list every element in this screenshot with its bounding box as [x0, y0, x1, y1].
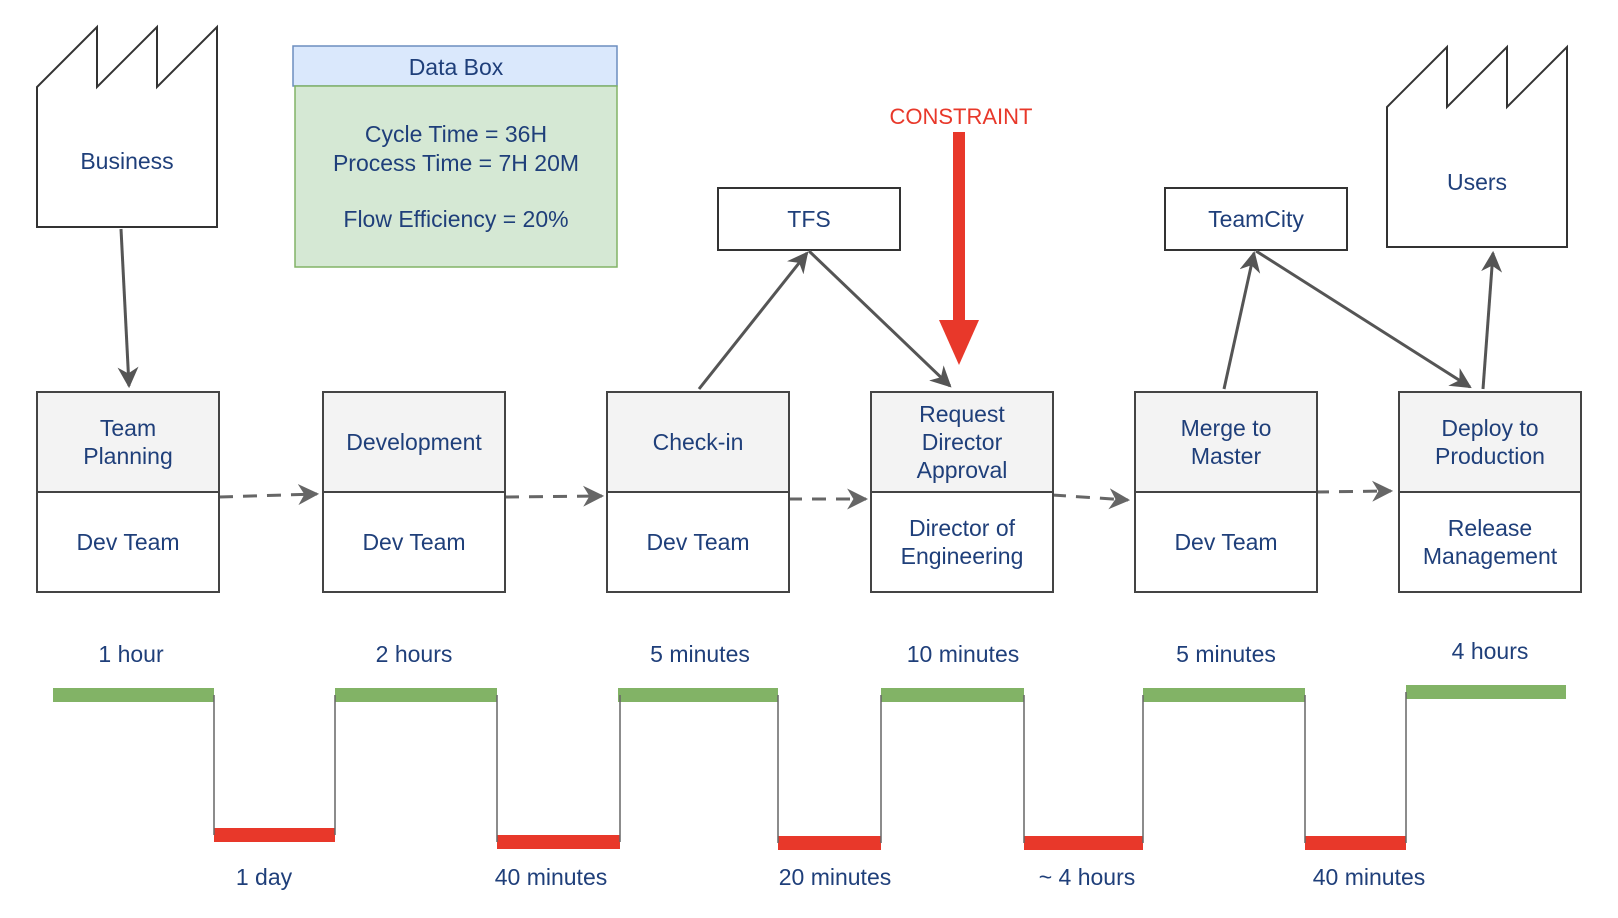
process-name: Team [100, 415, 156, 441]
process-name-cell [1398, 391, 1582, 493]
process-name: Development [346, 429, 482, 455]
process-time-label: 1 hour [98, 641, 164, 667]
tfs-box-shape [717, 187, 901, 251]
process-owner: Director of [909, 515, 1016, 541]
process-time-bar [335, 688, 497, 702]
process-owner: Management [1423, 543, 1558, 569]
process-time-label: 5 minutes [1176, 641, 1276, 667]
wait-time-label: 20 minutes [779, 864, 892, 890]
process-time-label: 2 hours [376, 641, 453, 667]
process-name-cell [322, 391, 506, 493]
process-owner: Dev Team [362, 529, 465, 555]
teamcity-box: TeamCity [1164, 187, 1348, 251]
process-time-label: 4 hours [1452, 638, 1529, 664]
process-time-bar [881, 688, 1024, 702]
process-owner: Dev Team [76, 529, 179, 555]
business-factory: Business [36, 24, 218, 228]
data-box: Data Box Cycle Time = 36H Process Time =… [292, 45, 618, 268]
process-name: Master [1191, 443, 1262, 469]
flow-arrow-2 [504, 485, 605, 507]
process-owner: Dev Team [646, 529, 749, 555]
process-name: Merge to [1181, 415, 1272, 441]
teamcity-box-shape [1164, 187, 1348, 251]
tfs-to-approval-arrow [807, 249, 952, 388]
process-name: Deploy to [1441, 415, 1538, 441]
teamcity-to-deploy-arrow [1255, 249, 1472, 389]
tfs-box: TFS [717, 187, 901, 251]
wait-time-bar [497, 835, 620, 849]
tfs-label: TFS [787, 206, 830, 232]
process-time-bar [53, 688, 214, 702]
merge-to-teamcity-arrow [1222, 250, 1261, 390]
process-owner: Release [1448, 515, 1532, 541]
constraint-label: CONSTRAINT [890, 104, 1033, 129]
process-owner-cell [870, 491, 1054, 593]
flow-arrow-1 [218, 484, 320, 506]
process-owner-cell [36, 491, 220, 593]
constraint-arrow-head [939, 320, 979, 365]
flow-arrow-5 [1314, 480, 1394, 502]
process-owner-cell [1398, 491, 1582, 593]
wait-time-bar [778, 836, 881, 850]
data-box-body [294, 85, 618, 268]
checkin-to-tfs-arrow [697, 251, 809, 390]
process-time-text: Process Time = 7H 20M [333, 150, 579, 176]
business-factory-shape [36, 24, 218, 228]
process-name: Request [919, 401, 1005, 427]
process-name-cell [1134, 391, 1318, 493]
wait-time-label: 40 minutes [495, 864, 608, 890]
wait-time-bar [1024, 836, 1143, 850]
constraint-marker: CONSTRAINT [890, 104, 1033, 365]
constraint-arrow-shaft [953, 132, 965, 320]
process-name-cell [36, 391, 220, 493]
process-name: Director [922, 429, 1003, 455]
flow-arrows [218, 480, 1394, 510]
process-time-label: 5 minutes [650, 641, 750, 667]
flow-efficiency-text: Flow Efficiency = 20% [343, 206, 568, 232]
process-time-bar [618, 688, 778, 702]
cycle-time-text: Cycle Time = 36H [365, 121, 547, 147]
process-owner-cell [1134, 491, 1318, 593]
process-name: Planning [83, 443, 173, 469]
users-factory-shape [1386, 44, 1568, 248]
wait-time-label: 40 minutes [1313, 864, 1426, 890]
process-name: Production [1435, 443, 1545, 469]
deploy-to-users-arrow [1481, 250, 1503, 390]
process-owner-cell [322, 491, 506, 593]
business-label: Business [80, 148, 173, 174]
process-name: Approval [917, 457, 1008, 483]
data-box-title: Data Box [409, 54, 504, 80]
data-box-header [292, 45, 618, 87]
process-time-bar [1406, 685, 1566, 699]
wait-time-bar [1305, 836, 1406, 850]
connectors [117, 228, 1503, 390]
process-owner-cell [606, 491, 790, 593]
process-owner: Engineering [901, 543, 1024, 569]
users-factory: Users [1386, 44, 1568, 248]
flow-arrow-4 [1051, 488, 1131, 510]
timeline-ladder: 1 hour 2 hours 5 minutes 10 minutes 5 minute… [53, 638, 1566, 890]
process-name-cell [606, 391, 790, 493]
wait-time-bar [214, 828, 335, 842]
process-name: Check-in [653, 429, 744, 455]
teamcity-label: TeamCity [1208, 206, 1304, 232]
wait-time-label: ~ 4 hours [1039, 864, 1136, 890]
process-owner: Dev Team [1174, 529, 1277, 555]
wait-time-label: 1 day [236, 864, 293, 890]
process-time-label: 10 minutes [907, 641, 1020, 667]
users-label: Users [1447, 169, 1507, 195]
business-to-planning-arrow [117, 228, 139, 389]
process-time-bar [1143, 688, 1305, 702]
